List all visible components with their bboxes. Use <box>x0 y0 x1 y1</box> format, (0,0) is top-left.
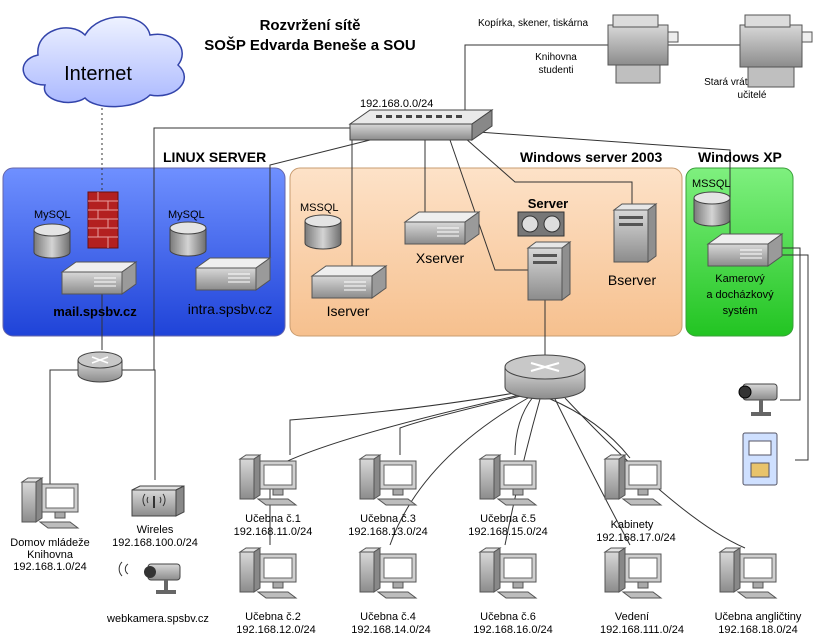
webcam-label: webkamera.spsbv.cz <box>106 613 209 625</box>
internet-cloud: Internet <box>22 16 185 108</box>
classroom-ip: 192.168.13.0/24 <box>348 526 428 538</box>
linux-zone-label: LINUX SERVER <box>163 149 266 165</box>
diagram-subtitle: SOŠP Edvarda Beneše a SOU <box>204 36 416 54</box>
intra-database-icon <box>169 221 207 257</box>
diagram-title: Rozvržení sítě <box>260 17 361 34</box>
mail-db-label: MySQL <box>34 209 71 221</box>
copier-icon <box>739 14 813 88</box>
classroom-ip: 192.168.12.0/24 <box>236 624 316 636</box>
classroom-pc-icon <box>239 547 297 599</box>
tape-drive-icon <box>517 211 565 237</box>
xp-system-line-3: systém <box>723 305 758 317</box>
bserver-icon <box>613 203 657 263</box>
classroom-router-icon <box>504 354 586 400</box>
printer-right-label-1: Stará vrátnice <box>704 77 766 88</box>
core-switch-ip: 192.168.0.0/24 <box>360 98 433 110</box>
camera-icon <box>738 383 778 416</box>
classroom-name: Učebna angličtiny <box>715 611 802 623</box>
internet-label: Internet <box>64 63 132 85</box>
wireless-label: Wireles <box>137 524 174 536</box>
domov-pc-icon <box>21 477 79 529</box>
windows-xp-zone-label: Windows XP <box>698 149 782 165</box>
classroom-pc-icon <box>719 547 777 599</box>
iserver-db-label: MSSQL <box>300 202 339 214</box>
iserver-label: Iserver <box>327 303 370 319</box>
printer-left-label-1: Knihovna <box>535 52 577 63</box>
classroom-name: Vedení <box>615 611 649 623</box>
classroom-pc-icon <box>604 454 662 506</box>
xp-db-label: MSSQL <box>692 178 731 190</box>
main-server-icon <box>527 241 571 301</box>
classroom-ip: 192.168.15.0/24 <box>468 526 548 538</box>
classroom-pc-icon <box>604 547 662 599</box>
classroom-name: Učebna č.2 <box>245 611 301 623</box>
classroom-name: Učebna č.5 <box>480 513 536 525</box>
printer-right-label-2: učitelé <box>738 90 767 101</box>
intra-server-icon <box>195 257 271 291</box>
bserver-label: Bserver <box>608 272 657 288</box>
domov-label-2: Knihovna <box>27 549 74 561</box>
classroom-row-1: Učebna č.1 192.168.11.0/24 Učebna č.3 19… <box>234 454 676 544</box>
mail-server-icon <box>61 261 137 295</box>
xp-system-line-2: a docházkový <box>706 289 774 301</box>
classroom-ip: 192.168.16.0/24 <box>473 624 553 636</box>
classroom-name: Učebna č.4 <box>360 611 416 623</box>
xserver-label: Xserver <box>416 250 465 266</box>
classroom-pc-icon <box>479 454 537 506</box>
classroom-ip: 192.168.14.0/24 <box>351 624 431 636</box>
classroom-name: Učebna č.6 <box>480 611 536 623</box>
classroom-row-2: Učebna č.2 192.168.12.0/24 Učebna č.4 19… <box>236 547 802 636</box>
firewall-icon <box>87 191 119 249</box>
classroom-ip: 192.168.17.0/24 <box>596 532 676 544</box>
classroom-pc-icon <box>239 454 297 506</box>
classroom-ip: 192.168.11.0/24 <box>234 526 313 538</box>
wireless-ip: 192.168.100.0/24 <box>112 537 198 549</box>
domov-ip: 192.168.1.0/24 <box>13 561 86 573</box>
xp-server-icon <box>707 233 783 267</box>
network-wires <box>49 44 809 549</box>
classroom-pc-icon <box>359 547 417 599</box>
xp-system-line-1: Kamerový <box>715 273 765 285</box>
classroom-ip: 192.168.18.0/24 <box>718 624 798 636</box>
windows-2003-zone <box>289 167 683 337</box>
core-switch <box>348 109 494 141</box>
intra-db-label: MySQL <box>168 209 205 221</box>
printers-caption: Kopírka, skener, tiskárna <box>478 18 588 29</box>
windows-2003-zone-label: Windows server 2003 <box>520 149 662 165</box>
iserver-database-icon <box>304 214 342 250</box>
classroom-pc-icon <box>479 547 537 599</box>
xserver-icon <box>404 211 480 245</box>
attendance-terminal-icon <box>742 432 778 486</box>
copier-icon <box>607 14 679 84</box>
domov-label-1: Domov mládeže <box>10 537 89 549</box>
server-label: Server <box>528 196 568 211</box>
classroom-pc-icon <box>359 454 417 506</box>
left-router-icon <box>77 351 123 383</box>
classroom-name: Učebna č.1 <box>245 513 301 525</box>
wireless-access-point-icon <box>131 485 185 517</box>
xp-database-icon <box>693 191 731 227</box>
classroom-ip: 192.168.111.0/24 <box>600 624 684 636</box>
mail-database-icon <box>33 223 71 259</box>
classroom-name: Učebna č.3 <box>360 513 416 525</box>
iserver-icon <box>311 265 387 299</box>
webcam-icon <box>118 561 181 594</box>
printer-left-label-2: studenti <box>538 65 573 76</box>
classroom-name: Kabinety <box>611 519 654 531</box>
intra-server-label: intra.spsbv.cz <box>188 301 273 317</box>
mail-server-label: mail.spsbv.cz <box>53 304 137 319</box>
